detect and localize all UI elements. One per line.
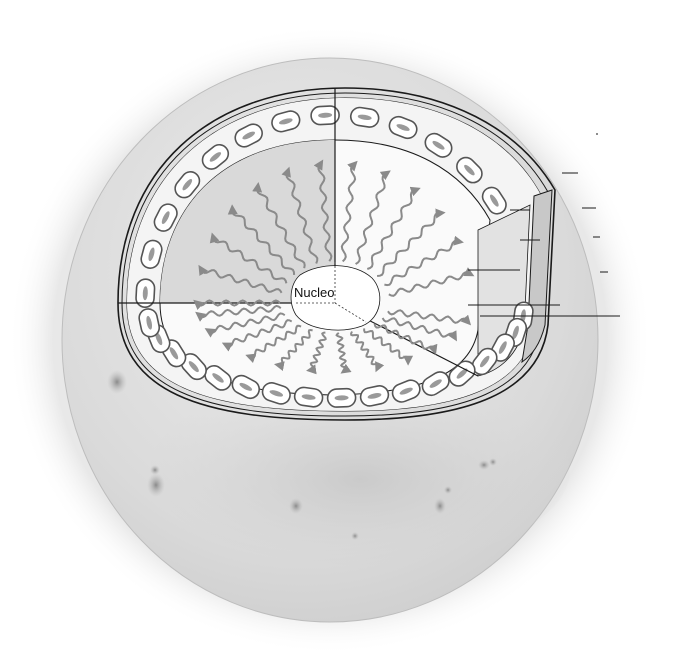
core-label: Nucleo bbox=[294, 285, 334, 300]
convection-cell-icon bbox=[327, 388, 356, 407]
